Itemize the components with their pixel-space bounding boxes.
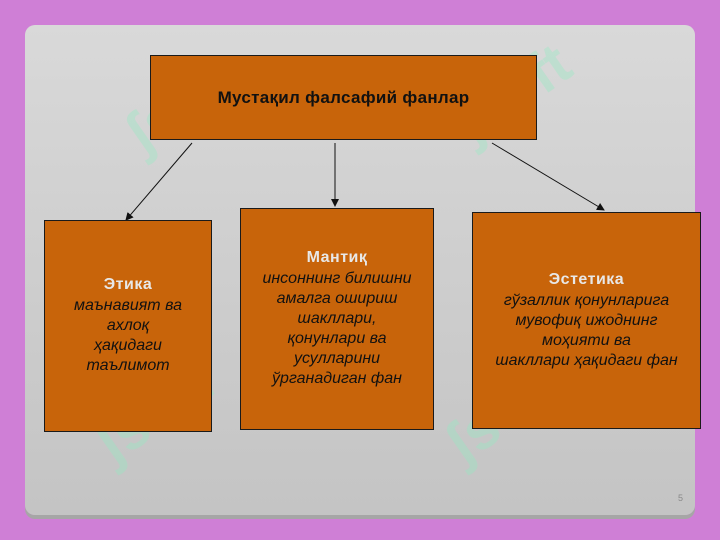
logic-line: инсоннинг билишни — [262, 270, 412, 287]
logic-heading: Мантиқ — [306, 249, 368, 266]
logic-line: ўрганадиган фан — [272, 370, 402, 387]
logic-line: амалга ошириш — [276, 290, 398, 307]
ethics-line: ҳақидаги — [94, 337, 162, 354]
aesthetics-box: Эстетика гўзаллик қонунларига мувофиқ иж… — [472, 212, 701, 429]
ethics-box: Этика маънавият ва ахлоқ ҳақидаги таълим… — [44, 220, 212, 432]
aesthetics-heading: Эстетика — [548, 270, 625, 288]
logic-line: шакллари, — [297, 310, 377, 327]
ethics-line: таълимот — [86, 357, 170, 374]
ethics-line: маънавият ва — [74, 297, 182, 314]
aesthetics-line: мувофиқ ижоднинг — [515, 311, 658, 329]
logic-box: Мантиқ инсоннинг билишни амалга ошириш ш… — [240, 208, 434, 430]
ethics-line: ахлоқ — [106, 317, 150, 334]
page-number: 5 — [678, 493, 684, 503]
diagram-title: Мустақил фалсафий фанлар — [217, 87, 470, 107]
logic-line: қонунлари ва — [287, 330, 387, 347]
aesthetics-line: шакллари ҳақидаги фан — [495, 351, 678, 369]
aesthetics-line: моҳияти ва — [542, 331, 631, 349]
ethics-heading: Этика — [103, 276, 153, 293]
aesthetics-line: гўзаллик қонунларига — [503, 291, 670, 309]
logic-line: усулларини — [293, 350, 381, 367]
main-title-box: Мустақил фалсафий фанлар — [150, 55, 537, 140]
